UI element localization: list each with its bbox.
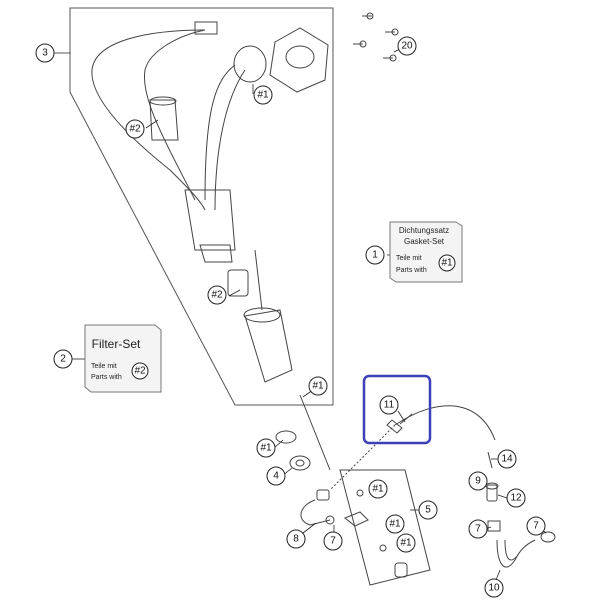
svg-text:7: 7 (330, 536, 336, 547)
svg-text:12: 12 (510, 493, 522, 504)
svg-text:14: 14 (501, 454, 513, 465)
filter-set-line2: Parts with (91, 374, 122, 381)
filter-set-line1: Teile mit (91, 363, 117, 370)
svg-text:3: 3 (42, 48, 48, 59)
callout-ref-2-b: #2 (207, 285, 227, 305)
gasket-set-line1: Dichtungssatz (399, 226, 449, 235)
callout-1: 1 (365, 245, 385, 265)
callout-8: 8 (286, 529, 306, 549)
callout-ref-2-a: #2 (125, 119, 145, 139)
svg-text:20: 20 (401, 41, 413, 52)
gasket-set-ref: #1 (441, 258, 453, 269)
svg-text:8: 8 (293, 534, 299, 545)
filter-set-ref-badge: #2 (131, 362, 149, 380)
svg-text:10: 10 (488, 583, 500, 594)
svg-text:2: 2 (60, 354, 66, 365)
svg-text:#1: #1 (260, 443, 272, 454)
callout-5: 5 (418, 500, 438, 520)
valve-part-11 (386, 413, 413, 434)
svg-text:9: 9 (475, 476, 481, 487)
svg-text:#1: #1 (257, 90, 269, 101)
svg-text:#1: #1 (312, 381, 324, 392)
svg-text:#2: #2 (129, 124, 141, 135)
callout-7-b: 7 (526, 516, 546, 536)
fuel-pump-assembly (91, 21, 293, 383)
gasket-set-line4: Parts with (396, 267, 427, 274)
highlight-frame (362, 374, 432, 445)
filter-set-title: Filter-Set (92, 337, 141, 351)
callout-9: 9 (468, 471, 488, 491)
assembly-frame (69, 7, 334, 406)
svg-text:11: 11 (384, 400, 395, 411)
svg-text:1: 1 (372, 250, 378, 261)
callout-ref-1-b: #1 (308, 376, 328, 396)
filter-set-ref: #2 (134, 366, 146, 377)
callout-ref-1-f: #1 (396, 533, 416, 553)
callout-7-a: 7 (468, 519, 488, 539)
filter-set-box: Filter-Set Teile mit Parts with #2 (84, 324, 162, 393)
gasket-set-box: Dichtungssatz Gasket-Set Teile mit Parts… (389, 221, 463, 283)
callout-ref-1-a: #1 (253, 85, 273, 105)
gasket-set-line3: Teile mit (396, 255, 422, 262)
svg-text:#2: #2 (211, 290, 223, 301)
svg-text:4: 4 (273, 471, 279, 482)
callout-20: 20 (397, 36, 417, 56)
svg-text:7: 7 (475, 524, 481, 535)
gasket-set-ref-badge: #1 (438, 254, 456, 272)
callout-2: 2 (53, 349, 73, 369)
callout-14: 14 (497, 449, 517, 469)
gasket-set-line2: Gasket-Set (404, 237, 445, 246)
svg-text:#1: #1 (400, 538, 412, 549)
svg-text:5: 5 (425, 505, 431, 516)
pump-flange (269, 27, 329, 93)
screw-set-20 (353, 12, 399, 62)
callout-4: 4 (266, 466, 286, 486)
callout-7-c: 7 (323, 531, 343, 551)
callout-ref-1-c: #1 (256, 438, 276, 458)
callout-3: 3 (35, 43, 55, 63)
svg-text:#1: #1 (372, 484, 384, 495)
callout-11: 11 (379, 395, 399, 415)
callout-ref-1-d: #1 (368, 479, 388, 499)
callout-ref-1-e: #1 (385, 514, 405, 534)
callout-10: 10 (484, 578, 504, 598)
callout-12: 12 (506, 488, 526, 508)
svg-text:7: 7 (533, 521, 539, 532)
svg-text:#1: #1 (389, 519, 401, 530)
